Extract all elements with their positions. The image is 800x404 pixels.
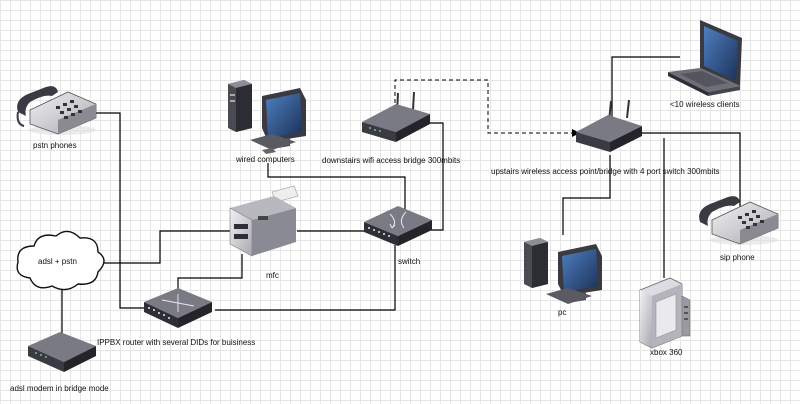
downstairs-bridge-label: downstairs wifi access bridge 300mbits (322, 156, 461, 165)
mfc-label: mfc (266, 271, 279, 280)
xbox-360-icon (639, 277, 691, 349)
link-pstn-phones-to-ippbx (95, 112, 150, 309)
link-downstairs-bridge-to-switch (430, 122, 444, 231)
pc-label: pc (558, 308, 567, 317)
link-ippbx-to-switch (215, 245, 396, 311)
link-adsl-to-mfc (100, 230, 230, 264)
switch-icon (364, 206, 432, 246)
link-wifi-bridge-dashed (394, 79, 572, 134)
ippbx-label: IPPBX router with several DIDs for buisi… (97, 338, 256, 347)
adsl-pstn-label: adsl + pstn (38, 257, 77, 266)
xbox-label: xbox 360 (650, 348, 683, 357)
mfc-printer-icon (229, 185, 299, 257)
wireless-clients-label: <10 wireless clients (670, 100, 740, 109)
link-ap-to-pc (562, 155, 611, 235)
adsl-cloud-icon (16, 230, 105, 291)
link-ap-to-laptop (608, 56, 680, 128)
link-ippbx-to-mfc (177, 254, 243, 293)
link-ap-to-sip-phone (640, 132, 741, 212)
upstairs-ap-icon (576, 99, 642, 152)
pstn-phone-icon (16, 86, 97, 135)
wired-computers-label: wired computers (236, 155, 295, 164)
switch-label: switch (398, 257, 421, 266)
sip-phone-icon (699, 196, 779, 245)
sip-phone-label: sip phone (720, 253, 755, 262)
wired-computers-icon (228, 80, 306, 154)
pc-icon (524, 238, 602, 304)
downstairs-bridge-icon (362, 91, 430, 142)
adsl-modem-icon (28, 332, 96, 372)
modem-label: adsl modem in bridge mode (10, 384, 109, 393)
upstairs-ap-label: upstairs wireless access point/bridge wi… (491, 167, 720, 176)
ippbx-router-icon (144, 288, 212, 328)
link-wired-computers-to-switch (267, 163, 406, 215)
laptop-icon (668, 20, 742, 96)
pstn-phones-label: pstn phones (33, 141, 77, 150)
